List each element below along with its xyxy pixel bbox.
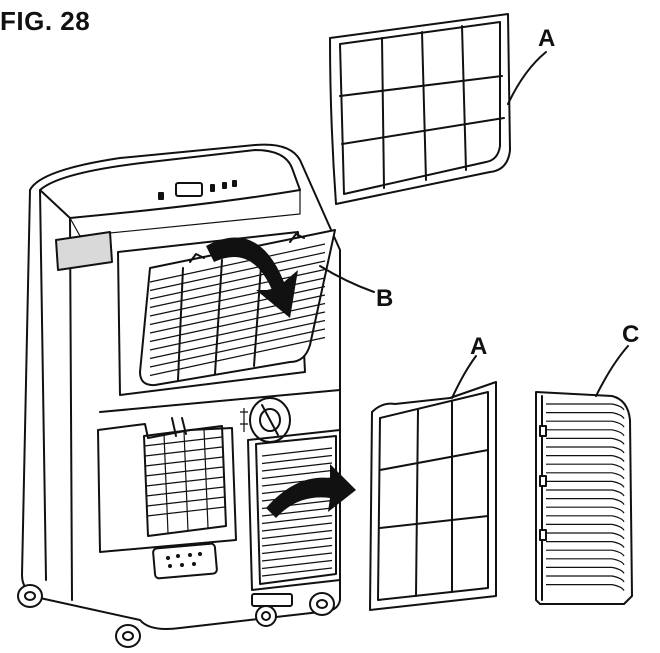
callout-filter-top: A (507, 25, 555, 105)
caster-wheels (17, 584, 335, 648)
grille-slat (546, 584, 625, 591)
side-handle (55, 231, 113, 271)
callout-grille-side: C (595, 321, 639, 397)
grille-slat (546, 549, 625, 557)
grille-slat (546, 437, 625, 445)
caster-hub (24, 591, 36, 601)
grille-slat (546, 515, 625, 523)
grille-clip (539, 425, 547, 437)
grille-slat (149, 251, 326, 292)
grille-slat (261, 514, 333, 525)
callout-label: A (538, 25, 555, 52)
lower-grille (255, 435, 337, 585)
grille-slat (546, 446, 625, 454)
caster-hub (122, 631, 134, 641)
label-dot (198, 552, 202, 556)
display-window (175, 182, 203, 197)
grille-slat (149, 277, 326, 317)
filter-a-top (329, 13, 511, 205)
grille-slat (261, 567, 333, 577)
grille-slat (546, 412, 625, 419)
grille-slat (261, 559, 333, 570)
side-grille-c (535, 391, 633, 605)
label-dot (166, 556, 170, 560)
control-button (232, 180, 237, 187)
label-plate (152, 542, 218, 580)
rotate-arrow-upper (206, 237, 298, 318)
callout-label: A (470, 333, 487, 360)
control-button (210, 184, 215, 192)
grille-slat (149, 243, 326, 283)
grille-slat (149, 294, 326, 334)
grille-slat (149, 260, 326, 300)
grille-slat (546, 480, 625, 488)
grille-slat (546, 420, 625, 428)
grille-slat (261, 454, 333, 465)
grille-slat (546, 566, 625, 574)
label-dot (188, 553, 192, 557)
lower-filter-housing (97, 423, 237, 553)
grille-slat (261, 529, 333, 540)
callout-label: C (622, 321, 639, 348)
grille-slat (261, 469, 333, 480)
grille-slat (546, 558, 625, 566)
grille-slat (546, 455, 625, 462)
grille-slat (149, 285, 326, 326)
grille-slat (546, 463, 625, 471)
callout-label: B (376, 285, 393, 312)
grille-slat (546, 403, 625, 411)
drain-outlet (251, 593, 293, 627)
label-dot (192, 562, 196, 566)
control-button (222, 182, 227, 189)
callout-grille-upper: B (319, 265, 393, 312)
label-dot (168, 564, 172, 568)
grille-slat (261, 462, 333, 472)
lower-filter-grid (143, 417, 227, 537)
grille-slat (546, 429, 625, 437)
grille-slat (261, 544, 333, 555)
grille-slat (546, 523, 625, 531)
grille-slat (261, 537, 333, 547)
grille-slat (546, 506, 625, 514)
grille-clip (539, 529, 547, 541)
remove-arrow-lower (266, 464, 356, 518)
grille-slat (546, 575, 625, 583)
grille-slat (546, 541, 625, 548)
figure-title: FIG. 28 (0, 6, 91, 36)
grille-slat (546, 489, 625, 497)
control-button (158, 192, 164, 200)
caster-wheel (309, 592, 335, 616)
caster-wheel (17, 584, 43, 608)
upper-grille-b (139, 229, 336, 387)
exhaust-knob (240, 397, 291, 443)
grille-slat (261, 447, 333, 457)
caster-wheel (115, 624, 141, 648)
grille-slat (546, 472, 625, 480)
grille-slat (261, 552, 333, 562)
grille-slat (261, 522, 333, 532)
filter-a-bottom (369, 381, 497, 611)
grille-slat (546, 532, 625, 540)
grille-slat (546, 498, 625, 505)
grille-clip (539, 475, 547, 487)
caster-hub (316, 599, 328, 609)
label-dot (176, 554, 180, 558)
callout-filter-bottom: A (451, 333, 487, 399)
label-dot (180, 563, 184, 567)
